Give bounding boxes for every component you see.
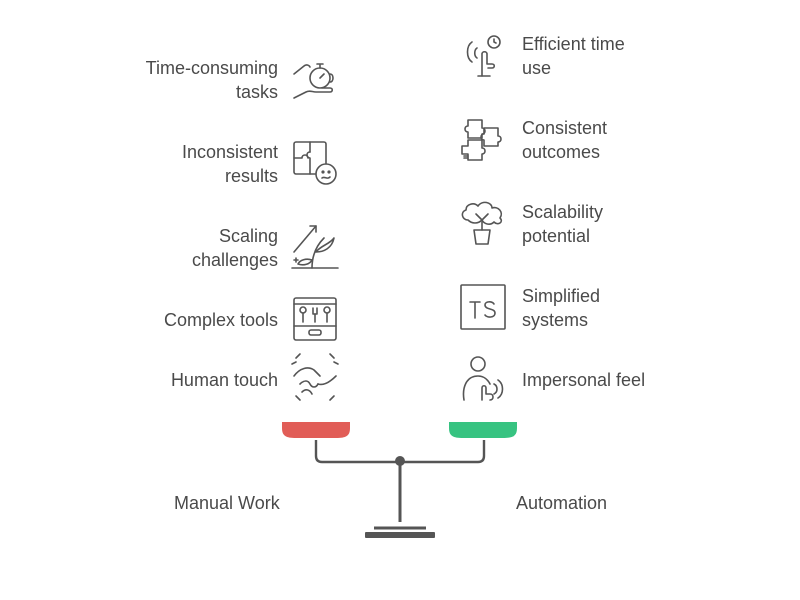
manual-work-caption: Manual Work — [174, 493, 280, 513]
manual-item-label-2: Inconsistent results — [181, 142, 278, 186]
toolbox-icon — [290, 294, 340, 344]
manual-item-label-5: Human touch — [170, 370, 278, 390]
automation-item-label-5: Impersonal feel — [522, 370, 646, 390]
puzzle-confused-face-icon — [290, 138, 340, 188]
scale-base — [365, 532, 435, 538]
manual-item-label-4: Complex tools — [163, 310, 278, 330]
growing-plant-arrow-icon — [290, 222, 340, 272]
automation-pan — [449, 422, 517, 438]
hand-stopwatch-icon — [290, 54, 340, 104]
automation-item-label-3: Scalability potential — [522, 202, 604, 246]
manual-item-label-3: Scaling challenges — [191, 226, 278, 270]
cloud-plant-icon — [458, 198, 508, 248]
automation-item-label-1: Efficient time use — [522, 34, 625, 78]
manual-pan — [282, 422, 350, 438]
puzzle-pieces-icon — [458, 116, 508, 166]
ts-box-icon — [458, 282, 508, 332]
handshake-icon — [290, 352, 340, 402]
automation-caption: Automation — [516, 493, 608, 513]
automation-item-label-2: Consistent outcomes — [522, 118, 608, 162]
touch-clock-icon — [458, 32, 508, 82]
manual-item-label-1: Time-consuming tasks — [145, 58, 278, 102]
automation-item-label-4: Simplified systems — [522, 286, 601, 330]
person-touch-icon — [458, 354, 508, 404]
